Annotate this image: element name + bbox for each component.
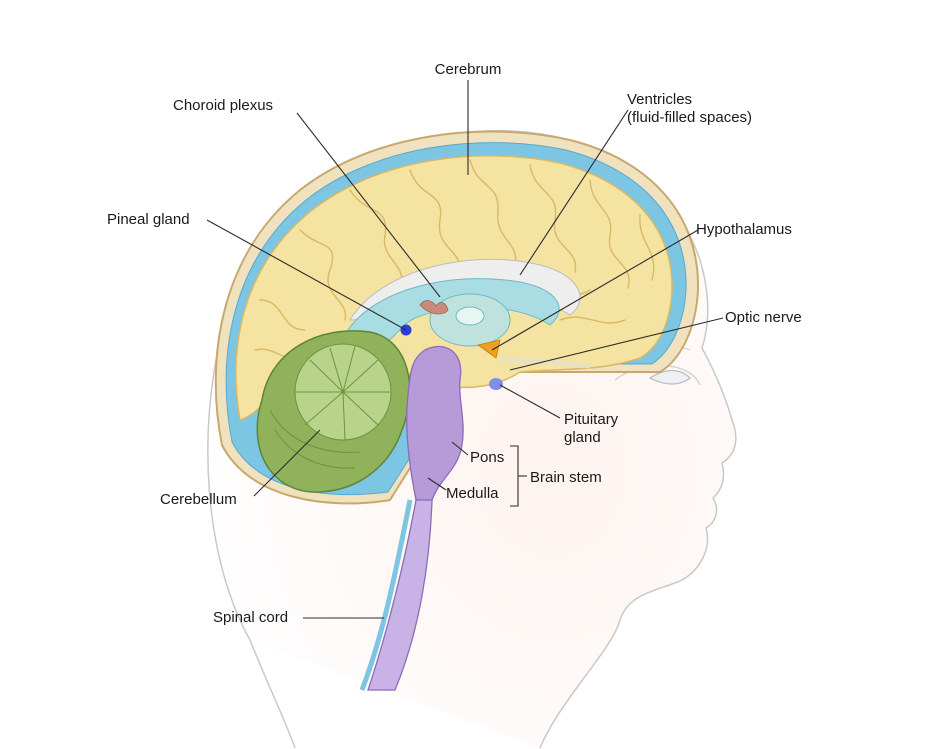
- label-ventricles-sub: (fluid-filled spaces): [627, 109, 752, 126]
- label-cerebellum: Cerebellum: [160, 491, 237, 508]
- spinal-canal: [359, 499, 413, 691]
- label-medulla: Medulla: [446, 485, 499, 502]
- label-pineal-gland: Pineal gland: [107, 211, 190, 228]
- label-ventricles: Ventricles: [627, 91, 692, 108]
- leader-lines: [206, 80, 724, 619]
- label-spinal-cord: Spinal cord: [213, 609, 288, 626]
- spinal-cord-shape: [367, 499, 433, 691]
- label-choroid-plexus: Choroid plexus: [173, 97, 273, 114]
- label-pituitary: Pituitary: [564, 411, 619, 428]
- pituitary-gland-shape: [489, 378, 503, 390]
- label-pituitary-sub: gland: [564, 429, 601, 446]
- hypothalamus-shape: [477, 339, 501, 359]
- labels: Cerebrum Choroid plexus Ventricles (flui…: [107, 61, 802, 626]
- cerebellum-folia: [269, 345, 390, 469]
- label-pons: Pons: [470, 449, 504, 466]
- neck-outline: [249, 639, 296, 749]
- eye-outline: [648, 369, 691, 385]
- brain-stem-shape: [406, 345, 464, 501]
- choroid-plexus-shape: [419, 300, 449, 315]
- label-brain-stem: Brain stem: [530, 469, 602, 486]
- thalamus-center: [455, 306, 485, 326]
- label-optic-nerve: Optic nerve: [725, 309, 802, 326]
- label-cerebrum: Cerebrum: [435, 61, 502, 78]
- label-hypothalamus: Hypothalamus: [696, 221, 792, 238]
